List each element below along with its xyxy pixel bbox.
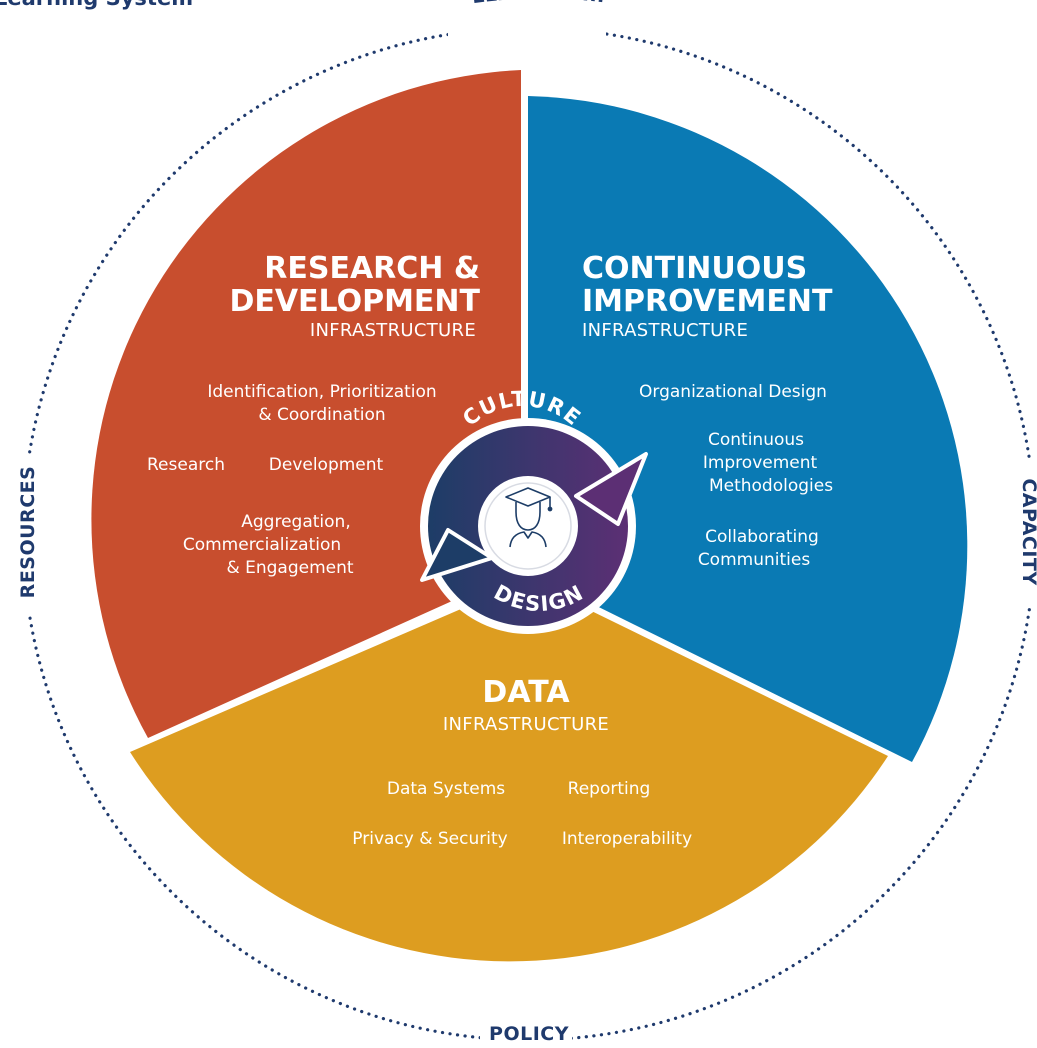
research-item-research: Research	[147, 455, 225, 475]
research-item-commercialization: Commercialization	[183, 535, 341, 555]
data-title: DATA	[482, 675, 570, 710]
ring-label-resources: RESOURCES	[17, 466, 39, 599]
diagram-title: Learning System	[0, 0, 193, 10]
continuous-item-collaborating: Collaborating	[705, 527, 819, 547]
research-item-aggregation: Aggregation,	[241, 512, 350, 532]
continuous-subtitle: INFRASTRUCTURE	[582, 320, 748, 341]
continuous-item-continuous: Continuous	[708, 430, 804, 450]
continuous-title-line2: IMPROVEMENT	[582, 284, 833, 319]
research-subtitle: INFRASTRUCTURE	[310, 320, 476, 341]
ring-label-policy: POLICY	[489, 1023, 569, 1043]
cycle-arrow-right-icon	[574, 452, 648, 526]
data-item-privacy-security: Privacy & Security	[352, 829, 507, 849]
research-item-engagement: & Engagement	[226, 558, 353, 578]
data-item-data-systems: Data Systems	[387, 779, 505, 799]
graduate-icon	[505, 487, 553, 548]
research-title-line2: DEVELOPMENT	[229, 284, 480, 319]
continuous-item-organizational-design: Organizational Design	[639, 382, 827, 402]
data-subtitle: INFRASTRUCTURE	[443, 714, 609, 735]
sector-continuous-improvement	[528, 96, 968, 762]
research-item-coordination: & Coordination	[258, 405, 385, 425]
ring-label-capacity: CAPACITY	[1018, 478, 1037, 585]
sector-research-development	[91, 70, 521, 738]
data-item-reporting: Reporting	[568, 779, 651, 799]
continuous-item-methodologies: Methodologies	[709, 476, 833, 496]
continuous-item-communities: Communities	[698, 550, 811, 570]
research-item-identification: Identification, Prioritization	[207, 382, 436, 402]
continuous-title-line1: CONTINUOUS	[582, 251, 807, 286]
sector-data	[130, 580, 888, 962]
cycle-arrow-left-icon	[420, 528, 494, 582]
data-item-interoperability: Interoperability	[562, 829, 692, 849]
research-item-development: Development	[269, 455, 384, 475]
research-title-line1: RESEARCH &	[264, 251, 480, 286]
continuous-item-improvement: Improvement	[703, 453, 818, 473]
culture-design-hub: CULTURE DESIGN	[420, 387, 648, 634]
